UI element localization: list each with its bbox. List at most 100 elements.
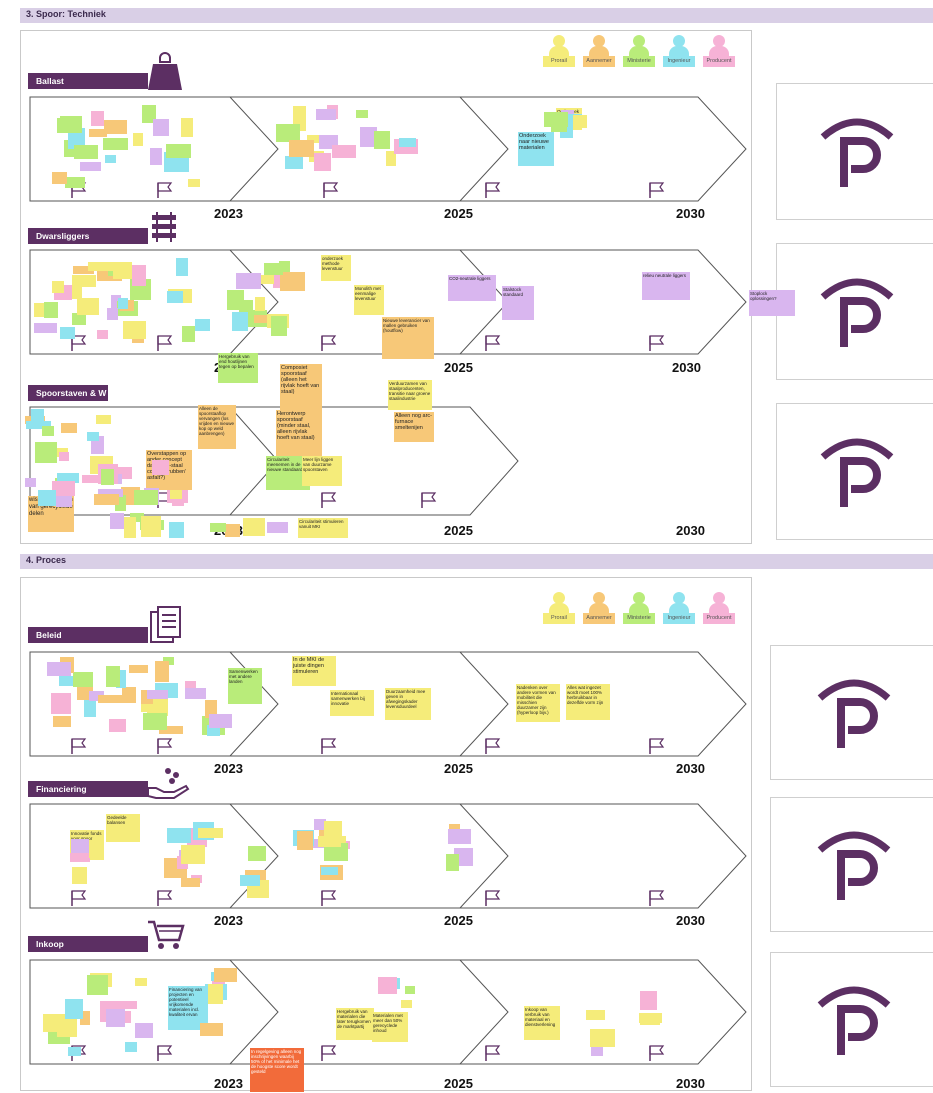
sticky-note[interactable] (182, 326, 195, 342)
sticky-note[interactable] (446, 854, 459, 871)
sticky-note[interactable]: Circulariteit stimuleren vanuit MKI (298, 518, 348, 538)
sticky-note[interactable] (185, 688, 206, 699)
sticky-note[interactable] (399, 138, 416, 147)
sticky-note[interactable]: Financiering van projecten en potentieel… (168, 986, 208, 1030)
sticky-note[interactable] (91, 111, 104, 126)
sticky-note[interactable] (135, 1023, 153, 1038)
sticky-note[interactable] (141, 703, 165, 712)
sticky-note[interactable]: Composiet spoorstaaf (alleen het rijvlak… (280, 364, 322, 410)
sticky-note[interactable] (38, 490, 56, 506)
sticky-note[interactable] (94, 494, 119, 505)
sticky-note[interactable] (236, 273, 261, 289)
sticky-note[interactable] (360, 127, 377, 147)
sticky-note[interactable] (289, 140, 314, 157)
sticky-note[interactable] (96, 415, 111, 424)
sticky-note[interactable] (123, 321, 146, 339)
sticky-note[interactable]: Stoplock oplossingen? (749, 290, 795, 316)
sticky-note[interactable] (386, 151, 396, 166)
sticky-note[interactable] (105, 155, 116, 163)
sticky-note[interactable] (60, 327, 75, 339)
sticky-note[interactable] (134, 490, 158, 505)
sticky-note[interactable] (166, 144, 191, 158)
sticky-note[interactable] (295, 123, 306, 131)
sticky-note[interactable] (57, 473, 79, 483)
sticky-note[interactable] (31, 409, 44, 423)
sticky-note[interactable] (42, 426, 54, 436)
sticky-note[interactable] (106, 666, 120, 687)
sticky-note[interactable]: Alles wat ingezet wordt moet 100% herbru… (566, 684, 610, 720)
sticky-note[interactable] (72, 275, 96, 287)
sticky-note[interactable] (52, 281, 64, 293)
sticky-note[interactable] (101, 469, 114, 485)
sticky-note[interactable] (89, 129, 107, 137)
sticky-note[interactable]: Herontwerp spoorstaaf (minder staal, all… (276, 410, 322, 456)
sticky-note[interactable] (82, 475, 99, 483)
sticky-note[interactable] (181, 118, 193, 137)
sticky-note[interactable] (52, 481, 75, 496)
sticky-note[interactable] (187, 837, 207, 847)
sticky-note[interactable] (107, 308, 118, 320)
sticky-note[interactable] (109, 719, 126, 732)
sticky-note[interactable] (293, 106, 306, 125)
sticky-note[interactable] (143, 713, 167, 730)
sticky-note[interactable] (176, 258, 188, 276)
sticky-note[interactable] (147, 690, 168, 699)
sticky-note[interactable] (132, 265, 146, 286)
sticky-note[interactable] (314, 153, 331, 171)
sticky-note[interactable] (214, 968, 237, 982)
sticky-note[interactable]: Inkoop van verbruik van materiaal en die… (524, 1006, 560, 1040)
sticky-note[interactable] (115, 495, 126, 511)
sticky-note[interactable] (332, 145, 356, 158)
sticky-note[interactable]: Internationaal samenwerken bij innovatie (330, 690, 374, 716)
sticky-note[interactable] (378, 977, 397, 994)
sticky-note[interactable] (153, 119, 169, 136)
sticky-note[interactable] (65, 177, 85, 188)
sticky-note[interactable] (87, 975, 108, 995)
sticky-note[interactable] (225, 524, 240, 537)
sticky-note[interactable] (98, 695, 123, 703)
sticky-note[interactable] (125, 1042, 137, 1052)
sticky-note[interactable] (70, 853, 90, 862)
sticky-note[interactable] (122, 687, 136, 703)
sticky-note[interactable]: Verduurzamen van staalproducenten, trans… (388, 380, 432, 410)
sticky-note[interactable] (264, 263, 283, 275)
sticky-note[interactable] (167, 828, 191, 843)
sticky-note[interactable] (73, 672, 93, 687)
sticky-note[interactable] (141, 516, 161, 537)
sticky-note[interactable] (321, 867, 338, 875)
sticky-note[interactable] (49, 448, 68, 457)
sticky-note[interactable] (34, 323, 57, 333)
sticky-note[interactable] (71, 286, 82, 299)
sticky-note[interactable] (89, 847, 100, 858)
sticky-note[interactable] (208, 984, 223, 1004)
sticky-note[interactable] (72, 313, 86, 325)
sticky-note[interactable] (314, 819, 326, 830)
sticky-note[interactable] (401, 1000, 412, 1008)
sticky-note[interactable] (142, 105, 156, 123)
sticky-note[interactable] (53, 716, 71, 727)
sticky-note[interactable] (43, 1014, 65, 1032)
sticky-note[interactable] (210, 523, 226, 532)
sticky-note[interactable] (544, 112, 568, 127)
sticky-note[interactable] (97, 330, 108, 339)
sticky-note[interactable] (639, 1013, 662, 1023)
sticky-note[interactable] (73, 266, 94, 274)
sticky-note[interactable] (271, 316, 287, 336)
sticky-note[interactable] (118, 298, 128, 309)
sticky-note[interactable] (405, 986, 415, 994)
sticky-note[interactable] (68, 128, 85, 149)
sticky-note[interactable]: Stalstock standaard (502, 286, 534, 320)
sticky-note[interactable] (106, 1009, 125, 1027)
sticky-note[interactable] (74, 145, 98, 159)
sticky-note[interactable] (152, 460, 169, 475)
sticky-note[interactable] (135, 978, 147, 986)
sticky-note[interactable] (51, 693, 71, 714)
sticky-note[interactable] (255, 297, 265, 311)
sticky-note[interactable] (374, 131, 390, 149)
sticky-note[interactable] (232, 312, 248, 331)
sticky-note[interactable]: In de MKI de juiste dingen stimuleren (292, 656, 336, 686)
sticky-note[interactable] (172, 497, 184, 506)
sticky-note[interactable]: Alleen de spoorstaaflop vervangen (los v… (198, 405, 236, 449)
sticky-note[interactable] (243, 518, 265, 536)
sticky-note[interactable] (181, 878, 200, 887)
